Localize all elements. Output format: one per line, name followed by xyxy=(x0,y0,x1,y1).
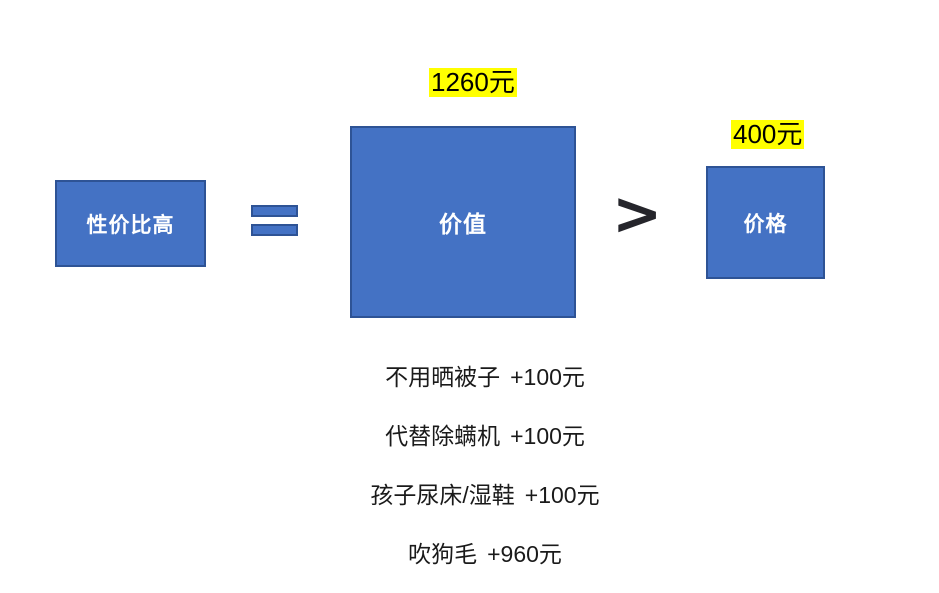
breakdown-row: 孩子尿床/湿鞋 +100元 xyxy=(290,466,680,525)
price-total-callout: 400元 xyxy=(731,119,805,149)
breakdown-item-amount: +100元 xyxy=(524,482,600,508)
breakdown-item-label: 吹狗毛 xyxy=(408,541,478,567)
value-total-callout: 1260元 xyxy=(429,67,517,97)
breakdown-item-label: 孩子尿床/湿鞋 xyxy=(370,482,515,508)
breakdown-item-amount: +960元 xyxy=(487,541,562,567)
value-box-label: 价值 xyxy=(439,211,487,237)
equals-sign-icon xyxy=(251,205,298,236)
breakdown-item-label: 代替除螨机 xyxy=(385,423,501,449)
breakdown-item-label: 不用晒被子 xyxy=(385,364,501,390)
equals-bar-bottom xyxy=(251,224,298,236)
greater-than-icon: > xyxy=(612,179,663,249)
breakdown-item-amount: +100元 xyxy=(510,423,585,449)
value-box: 价值 xyxy=(350,126,576,318)
price-box: 价格 xyxy=(706,166,825,279)
breakdown-row: 不用晒被子 +100元 xyxy=(290,348,680,407)
cost-performance-box-label: 性价比高 xyxy=(86,213,175,237)
value-breakdown-list: 不用晒被子 +100元 代替除螨机 +100元 孩子尿床/湿鞋 +100元 吹狗毛 +9… xyxy=(290,348,680,584)
breakdown-item-amount: +100元 xyxy=(510,364,585,390)
breakdown-row: 代替除螨机 +100元 xyxy=(290,407,680,466)
price-box-label: 价格 xyxy=(743,212,788,236)
cost-performance-box: 性价比高 xyxy=(55,180,206,267)
breakdown-row: 吹狗毛 +960元 xyxy=(290,525,680,584)
equals-bar-top xyxy=(251,205,298,217)
